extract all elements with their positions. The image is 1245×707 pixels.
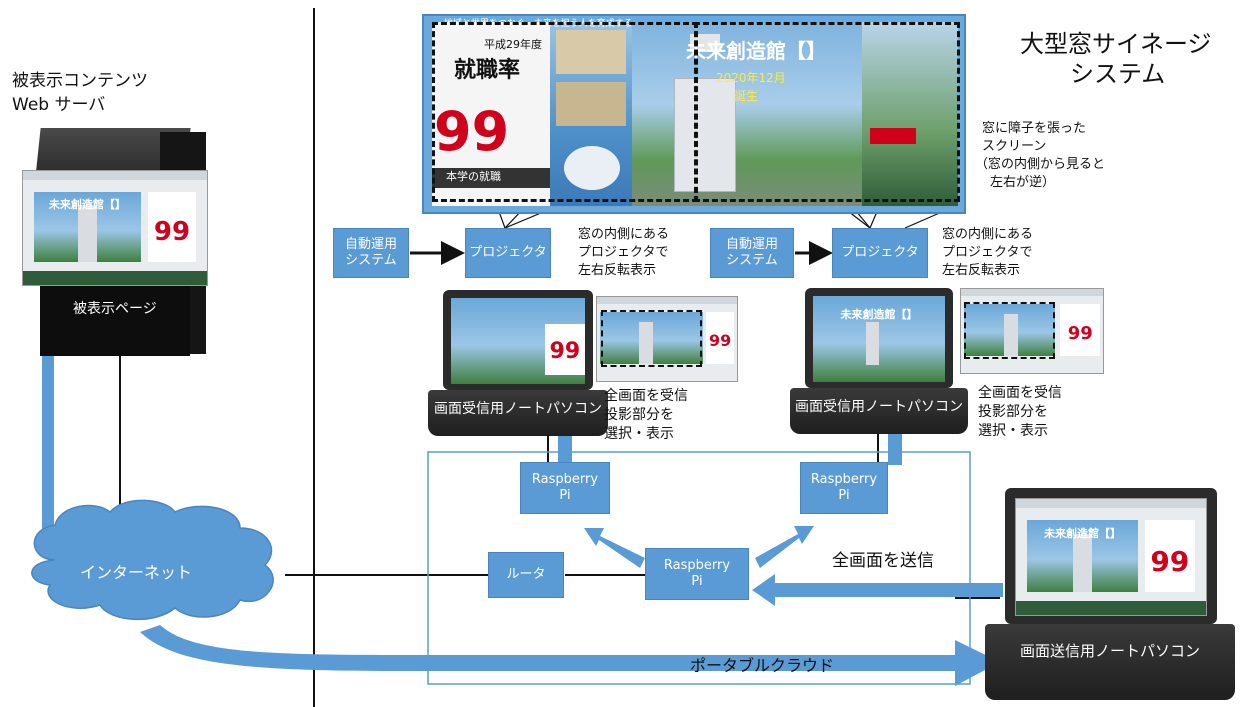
signage-rate-value: 99 xyxy=(434,100,510,163)
blue-arrows xyxy=(42,355,1003,686)
projector-box-1: プロジェクタ xyxy=(465,228,551,278)
server-page-label: 被表示ページ xyxy=(73,301,157,317)
server-base xyxy=(40,280,190,356)
sender-laptop-base xyxy=(985,624,1235,700)
screen-note-line3: （窓の内側から見ると xyxy=(975,157,1106,172)
signage-born: 誕生 xyxy=(734,89,759,103)
receive-note-2-line1: 全画面を受信 xyxy=(978,385,1062,401)
server-page-screenshot: 未来創造館【】 99 xyxy=(22,170,208,286)
portable-cloud-label: ポータブルクラウド xyxy=(690,656,835,675)
screen-note-line1: 窓に障子を張った xyxy=(982,121,1087,136)
receive-note-2-line3: 選択・表示 xyxy=(978,423,1048,439)
router-box: ルータ xyxy=(488,552,564,598)
server-label-line1: 被表示コンテンツ xyxy=(12,71,148,91)
server-label-line2: Web サーバ xyxy=(12,95,106,115)
projector-box-2: プロジェクタ xyxy=(832,228,928,278)
internet-label: インターネット xyxy=(80,563,193,582)
receive-note-1-line3: 選択・表示 xyxy=(604,426,674,442)
receiver-laptop-1-base xyxy=(428,390,608,436)
signage-bottom-left: 本学の就職 xyxy=(446,170,501,183)
receiver-laptop-2-base xyxy=(790,388,968,434)
auto-system-box-2: 自動運用 システム xyxy=(710,228,794,278)
receiver-2-fullscreen-shot: 99 xyxy=(960,288,1104,374)
projector-note-2-line3: 左右反転表示 xyxy=(942,263,1021,278)
receive-note-2-line2: 投影部分を xyxy=(978,404,1048,420)
sender-laptop-label: 画面送信用ノートパソコン xyxy=(1019,642,1200,660)
projector-note-2-line2: プロジェクタで xyxy=(942,245,1033,260)
signage-year: 平成29年度 xyxy=(484,38,542,51)
sender-laptop-lid: 未来創造館【】 99 xyxy=(1005,488,1217,624)
signage-date: 2020年12月 xyxy=(716,71,786,85)
auto-system-box-1: 自動運用 システム xyxy=(333,228,409,278)
projector-note-1-line1: 窓の内側にある xyxy=(578,227,670,242)
projector-note-1-line2: プロジェクタで xyxy=(578,245,669,260)
receiver-laptop-2-lid: 未来創造館【】 xyxy=(805,288,953,388)
receiver-laptop-1-lid: 99 xyxy=(443,290,593,390)
receiver-laptop-2-label: 画面受信用ノートパソコン xyxy=(795,399,963,415)
signage-building-title: 未来創造館【】 xyxy=(686,39,826,63)
receive-note-1-line1: 全画面を受信 xyxy=(604,388,688,404)
receiver-1-fullscreen-shot: 99 xyxy=(596,296,738,382)
signage-rate-title: 就職率 xyxy=(454,58,521,83)
screen-note-line2: スクリーン xyxy=(982,139,1047,154)
screen-note-line4: 左右が逆） xyxy=(990,175,1056,190)
system-title-line1: 大型窓サイネージ xyxy=(1020,30,1212,58)
receive-note-1-line2: 投影部分を xyxy=(604,407,674,423)
projector-note-2-line1: 窓の内側にある xyxy=(942,227,1034,242)
send-all-label: 全画面を送信 xyxy=(832,551,934,571)
section-divider xyxy=(313,8,315,707)
raspberry-pi-1: Raspberry Pi xyxy=(520,462,610,514)
receiver-laptop-1-label: 画面受信用ノートパソコン xyxy=(434,401,602,417)
raspberry-pi-main: Raspberry Pi xyxy=(645,548,749,600)
portable-cloud-frame xyxy=(427,451,971,685)
system-title-line2: システム xyxy=(1070,60,1166,88)
window-signage-screen: 平成29年度 就職率 99 本学の就職 未来創造館【】 2020年12月 誕生 … xyxy=(422,14,966,214)
raspberry-pi-2: Raspberry Pi xyxy=(800,462,888,514)
projector-note-1-line3: 左右反転表示 xyxy=(578,263,657,278)
